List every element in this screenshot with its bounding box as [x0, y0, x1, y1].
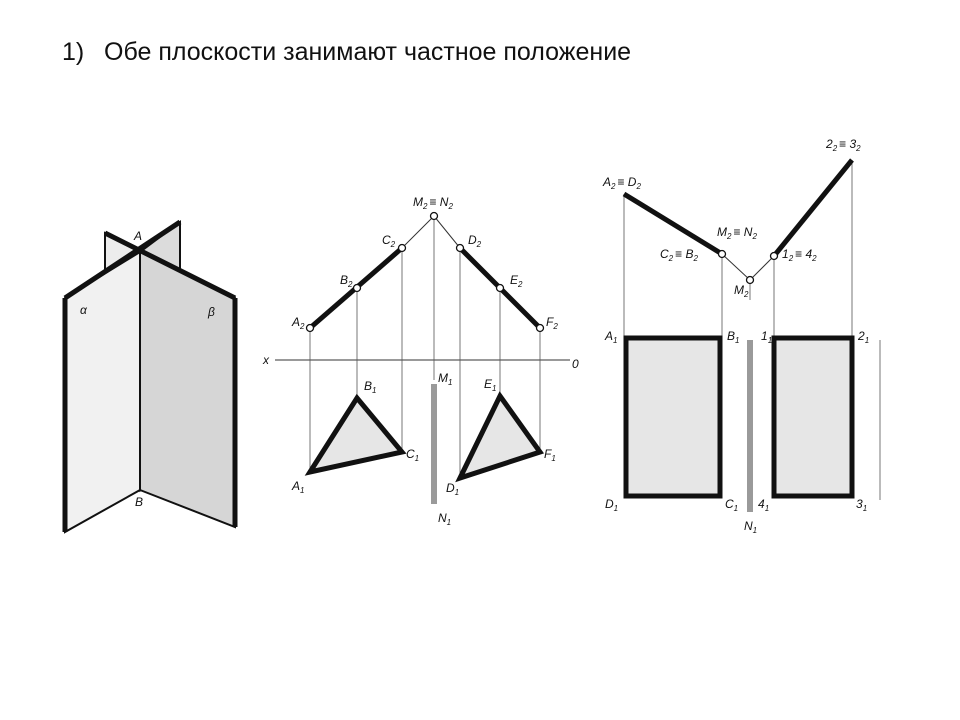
label-c2-b2: C2≡ B2: [660, 247, 698, 263]
label-2-1: 21: [857, 329, 869, 345]
label-a2-d2: A2≡ D2: [602, 175, 641, 191]
label-a1: A1: [604, 329, 617, 345]
plane-alpha-front: [64, 250, 141, 534]
projection-links-3: [623, 160, 881, 500]
trace-1-2: [772, 158, 854, 258]
label-c1: C1: [406, 447, 419, 463]
label-d1: D1: [605, 497, 618, 513]
beta-top-edge: [103, 230, 237, 301]
slide-title: 1) Обе плоскости занимают частное положен…: [62, 38, 631, 67]
label-b: B: [135, 495, 143, 509]
point-markers: [305, 211, 545, 333]
label-m1: M1: [438, 371, 452, 387]
label-n1: N1: [744, 519, 757, 535]
label-f1: F1: [544, 447, 556, 463]
link-c2-m2: [401, 215, 435, 249]
projection-links: [309, 216, 541, 478]
label-m2-n2: M2≡ N2: [413, 195, 453, 211]
label-4-1: 41: [758, 497, 769, 513]
label-n1: N1: [438, 511, 451, 527]
label-a2: A2: [291, 315, 305, 331]
label-e2: E2: [510, 273, 523, 289]
label-b1: B1: [727, 329, 739, 345]
label-e1: E1: [484, 377, 496, 393]
alpha-top-edge: [63, 219, 182, 301]
label-m2-n2: M2≡ N2: [717, 225, 757, 241]
link-c2-m2: [721, 253, 751, 281]
label-c1: C1: [725, 497, 738, 513]
label-a: A: [133, 229, 142, 243]
label-2-3: 22≡ 32: [825, 137, 861, 153]
figure-planes-3d: α β A B: [62, 219, 238, 534]
label-1-1: 11: [761, 329, 772, 345]
label-3-1: 31: [856, 497, 867, 513]
label-beta: β: [207, 305, 215, 319]
link-m2-1: [749, 255, 775, 281]
label-d1: D1: [446, 481, 459, 497]
rect-1234-top-view: [771, 335, 855, 499]
axis-o-label: 0: [572, 357, 579, 371]
label-alpha: α: [80, 303, 88, 317]
label-d2: D2: [468, 233, 482, 249]
label-b1: B1: [364, 379, 376, 395]
triangle-def-top-view: [455, 391, 545, 483]
point-markers-3: [717, 249, 779, 285]
slide-title-text: Обе плоскости занимают частное положение: [104, 38, 632, 66]
link-m2-d2: [433, 215, 461, 249]
axis-x-label: x: [262, 353, 270, 367]
rect-abcd-top-view: [623, 335, 723, 499]
trace-a2-c2: [622, 191, 724, 257]
label-m2: M2: [734, 283, 749, 299]
label-c2: C2: [382, 233, 396, 249]
triangle-abc-top-view: [304, 393, 407, 476]
label-b2: B2: [340, 273, 353, 289]
label-f2: F2: [546, 315, 558, 331]
label-a1: A1: [291, 479, 304, 495]
figure-triangles-epure: x 0 A2 B2 C2 M2≡ N2 D2 E2: [262, 195, 579, 527]
slide-number: 1): [62, 38, 85, 66]
figure-rectangles-epure: A2≡ D2 C2≡ B2 M2≡ N2 M2 12≡ 42 22≡ 32 A1…: [602, 137, 881, 535]
label-1-4: 12≡ 42: [782, 247, 817, 263]
